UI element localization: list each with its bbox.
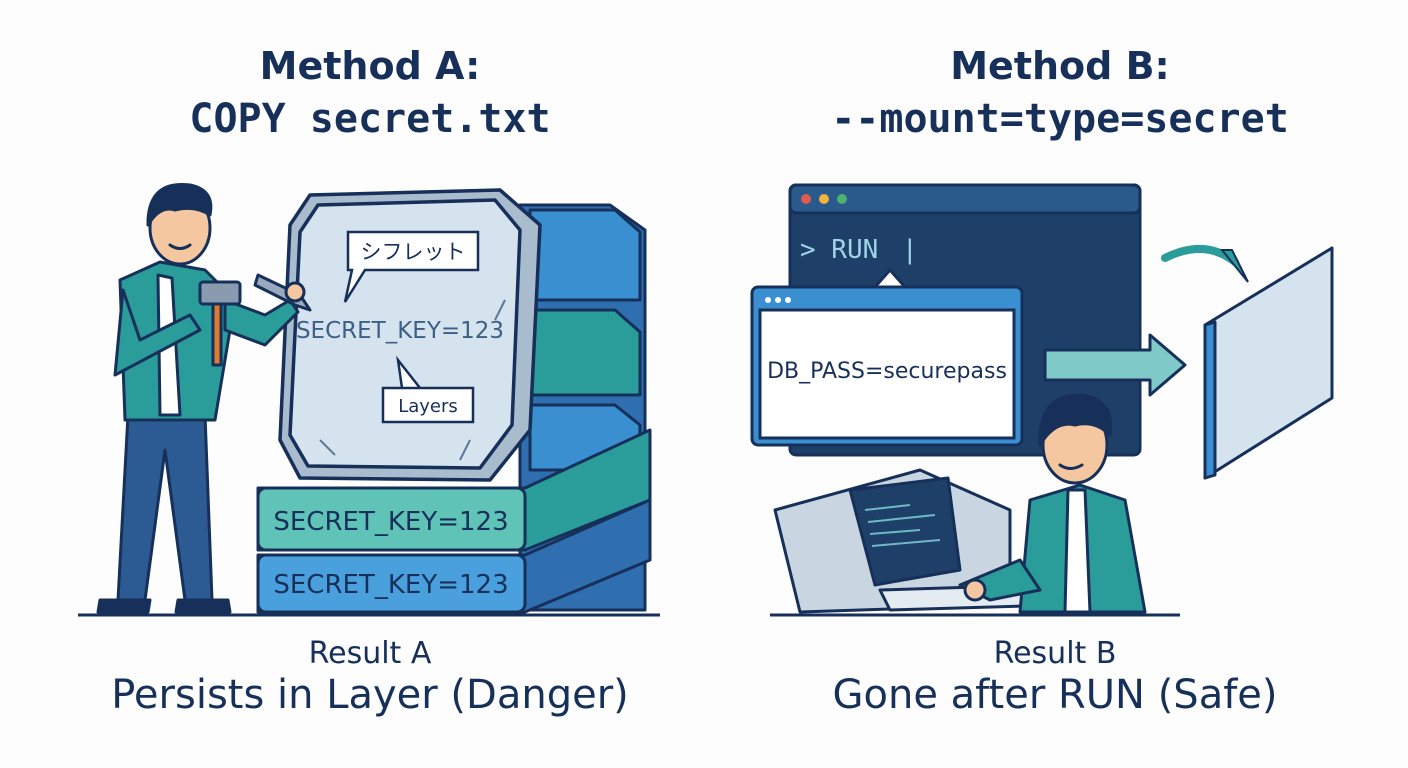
layer-teal bbox=[256, 486, 527, 552]
secret-popup bbox=[750, 267, 1024, 447]
method-b-title: Method B: bbox=[950, 44, 1170, 88]
layer-text-2: SECRET_KEY=123 bbox=[273, 570, 508, 600]
person-a bbox=[96, 182, 312, 614]
terminal-prompt: > RUN bbox=[800, 235, 878, 265]
popup-dot-icon bbox=[775, 297, 781, 303]
layer-blue bbox=[256, 553, 527, 614]
layer-stack bbox=[256, 203, 652, 614]
method-a-command: COPY secret.txt bbox=[189, 96, 551, 142]
result-b-label: Result B bbox=[993, 636, 1117, 671]
layers-callout bbox=[381, 355, 475, 424]
person-b bbox=[958, 393, 1147, 614]
slab-secret-text: SECRET_KEY=123 bbox=[296, 318, 504, 344]
popup-dot-icon bbox=[785, 297, 791, 303]
method-b-command: --mount=type=secret bbox=[831, 96, 1289, 142]
result-a-label: Result A bbox=[308, 636, 432, 671]
method-a-title: Method A: bbox=[259, 44, 481, 88]
popup-dot-icon bbox=[765, 297, 771, 303]
result-a-text: Persists in Layer (Danger) bbox=[111, 672, 629, 718]
popup-secret-text: DB_PASS=securepass bbox=[767, 359, 1007, 384]
jp-bubble bbox=[343, 230, 480, 303]
close-dot-icon[interactable] bbox=[801, 194, 811, 204]
minimize-dot-icon[interactable] bbox=[819, 194, 829, 204]
blank-panel bbox=[1203, 246, 1334, 480]
jp-bubble-text: シフレット bbox=[361, 240, 466, 264]
maximize-dot-icon[interactable] bbox=[837, 194, 847, 204]
result-b-text: Gone after RUN (Safe) bbox=[832, 672, 1278, 718]
layer-text-1: SECRET_KEY=123 bbox=[273, 507, 508, 537]
terminal-cursor: | bbox=[902, 235, 918, 265]
layers-label: Layers bbox=[398, 396, 458, 417]
right-arrow-icon bbox=[1043, 333, 1187, 397]
